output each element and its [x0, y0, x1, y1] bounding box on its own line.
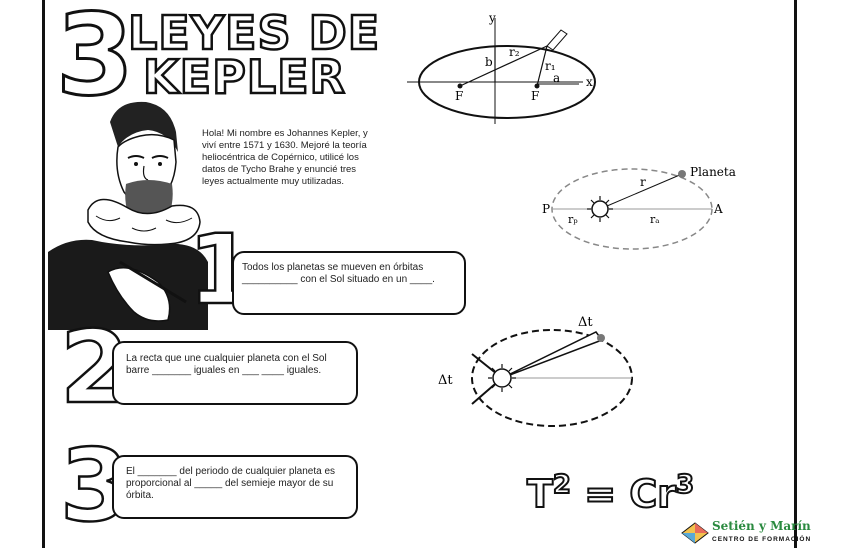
radius-label: r: [640, 175, 646, 189]
formula-r-exponent: 3: [675, 469, 695, 501]
semi-minor-label: b: [485, 55, 493, 69]
semi-major-label: a: [553, 71, 560, 85]
law-3-box: El _______ del periodo de cualquier plan…: [112, 455, 358, 519]
aphelion-label: A: [713, 202, 723, 216]
axis-y-label: y: [488, 11, 496, 25]
intro-text: Hola! Mi nombre es Johannes Kepler, y vi…: [202, 128, 368, 187]
axis-x-label: x: [586, 75, 593, 89]
planet-label: Planeta: [690, 165, 736, 179]
focus-left-label: F: [455, 89, 463, 103]
logo-brand-text: Setién y Marín: [712, 519, 811, 533]
equal-areas-diagram: Δt Δt: [438, 315, 633, 427]
orbit-perihelion-diagram: Planeta r P A rₚ rₐ: [542, 165, 736, 250]
title-line-1: LEYES DE: [127, 6, 381, 60]
law-2-box: La recta que une cualquier planeta con e…: [112, 341, 358, 405]
kepler-portrait: [48, 101, 208, 330]
formula-rhs: = Cr: [571, 471, 677, 517]
title-line-2: KEPLER: [142, 50, 346, 104]
logo-subtitle: CENTRO DE FORMACIÓN: [712, 536, 812, 543]
delta-t-left-label: Δt: [438, 373, 453, 388]
formula-t-exponent: 2: [552, 469, 572, 501]
law-3-text: El _______ del periodo de cualquier plan…: [126, 466, 336, 501]
formula-t: T: [526, 471, 554, 517]
perihelion-label: P: [542, 202, 550, 216]
rp-label: rₚ: [568, 213, 578, 226]
title-number: 3: [55, 0, 136, 121]
brand-logo: Setién y Marín CENTRO DE FORMACIÓN: [680, 519, 848, 548]
r2-label: r₂: [509, 45, 520, 59]
focus-right-label: F: [531, 89, 539, 103]
law-1-box: Todos los planetas se mueven en órbitas …: [232, 251, 466, 315]
ra-label: rₐ: [650, 213, 660, 226]
ellipse-foci-diagram: y x b r₂ r₁ a F F: [407, 11, 596, 124]
r1-label: r₁: [545, 59, 556, 73]
third-law-formula: T2 = Cr3: [526, 463, 695, 517]
law-1-text: Todos los planetas se mueven en órbitas …: [242, 262, 435, 285]
law-2-text: La recta que une cualquier planeta con e…: [126, 353, 327, 376]
logo-icon: [681, 522, 709, 544]
delta-t-top-label: Δt: [578, 315, 593, 330]
